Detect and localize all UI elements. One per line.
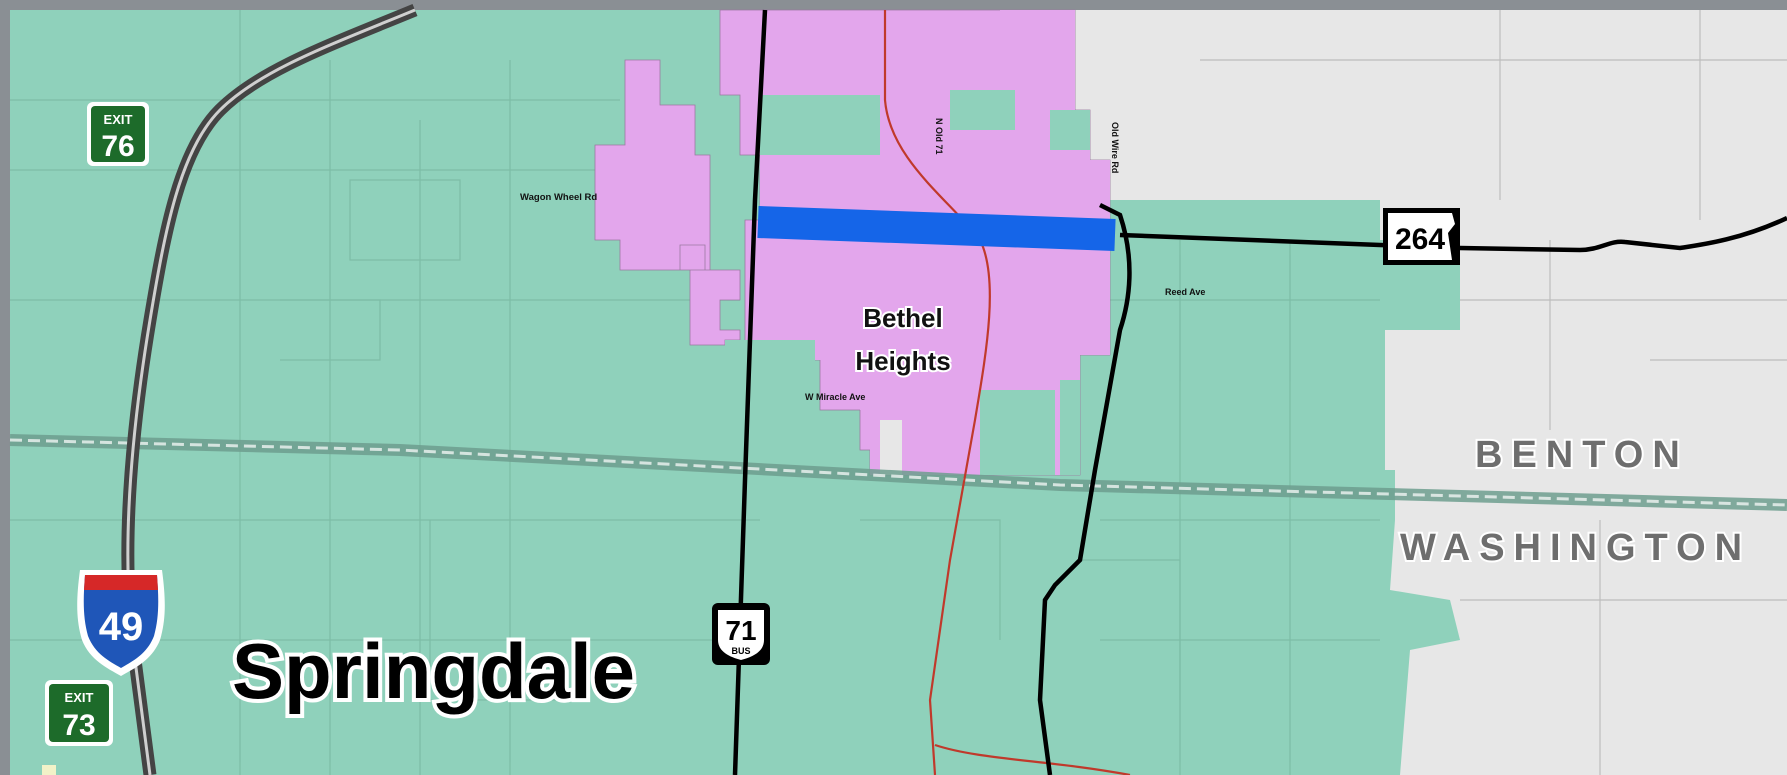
springdale-label: Springdale xyxy=(232,627,635,715)
teal-enclaves xyxy=(725,90,1090,475)
county-label-benton: BENTON xyxy=(1475,434,1689,476)
street-label-wagon-wheel: Wagon Wheel Rd xyxy=(520,192,597,203)
exit-73-sign: EXIT 73 xyxy=(45,680,113,746)
exit-76-word: EXIT xyxy=(104,112,133,127)
street-label-reed: Reed Ave xyxy=(1165,287,1205,297)
us-71-bus-shield: 71 BUS xyxy=(712,603,770,665)
old-wire-road xyxy=(1037,202,1132,775)
gray-street-grid xyxy=(1200,10,1787,775)
county-label-washington: WASHINGTON xyxy=(1400,527,1751,569)
state-264-number: 264 xyxy=(1395,223,1445,256)
street-label-old-wire: Old Wire Rd xyxy=(1110,122,1120,173)
small-parcel xyxy=(42,765,56,775)
bethel-heights-label-line2: Heights xyxy=(855,346,950,376)
state-264-shield: 264 xyxy=(1383,208,1460,265)
bethel-heights-label: Bethel Heights xyxy=(853,301,952,378)
exit-76-sign: EXIT 76 xyxy=(87,102,149,166)
gray-parcel xyxy=(880,420,902,475)
exit-73-number: 73 xyxy=(62,709,95,742)
county-boundary xyxy=(9,434,1787,511)
street-label-w-miracle: W Miracle Ave xyxy=(805,392,865,402)
exit-76-number: 76 xyxy=(101,130,134,163)
highlighted-project-segment[interactable] xyxy=(757,206,1116,251)
bethel-heights-label-line1: Bethel xyxy=(863,303,942,333)
us-71-number: 71 xyxy=(725,615,756,646)
street-grid xyxy=(10,10,1380,775)
interstate-49-number: 49 xyxy=(99,605,144,649)
exit-73-word: EXIT xyxy=(65,690,94,705)
highway-264-road xyxy=(1119,215,1787,253)
interstate-49-shield: 49 xyxy=(77,570,165,676)
street-label-n-old-71: N Old 71 xyxy=(934,118,944,155)
us-71-bus-sub: BUS xyxy=(731,646,750,656)
interstate-49-road xyxy=(121,3,418,775)
